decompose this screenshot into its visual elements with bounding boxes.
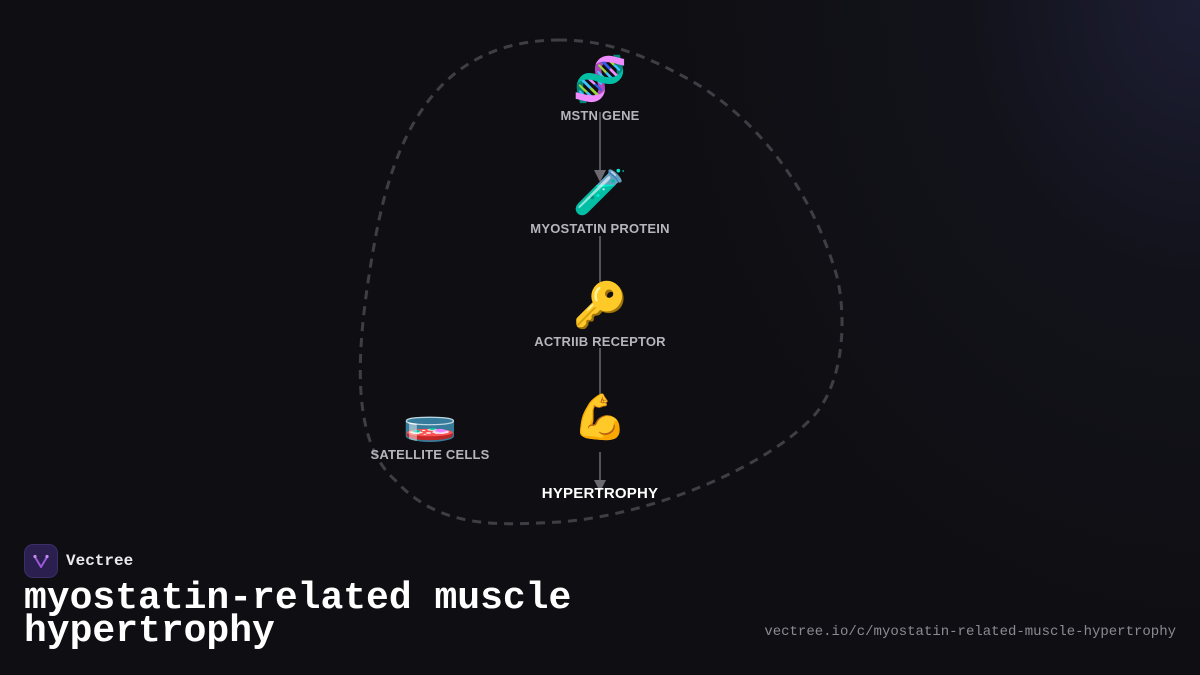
node-label: MYOSTATIN PROTEIN xyxy=(530,221,670,236)
node-mstn-gene[interactable]: 🧬 MSTN GENE xyxy=(560,54,639,123)
node-label: HYPERTROPHY xyxy=(541,485,659,502)
node-satellite-cells[interactable]: 🧫 SATELLITE CELLS xyxy=(370,393,489,462)
arrowhead-hypertrophy xyxy=(594,480,606,492)
flexed-biceps-icon: 💪 xyxy=(572,392,628,443)
page-url[interactable]: vectree.io/c/myostatin-related-muscle-hy… xyxy=(764,624,1176,640)
dna-icon: 🧬 xyxy=(572,54,628,105)
arrowhead-protein xyxy=(594,170,606,182)
node-myostatin-protein[interactable]: 🧪 MYOSTATIN PROTEIN xyxy=(530,167,669,236)
petri-dish-icon: 🧫 xyxy=(402,393,458,444)
node-label: MSTN GENE xyxy=(560,108,640,123)
page-title: myostatin-related muscle hypertrophy xyxy=(24,577,572,653)
node-label: SATELLITE CELLS xyxy=(370,447,490,462)
brand[interactable]: Vectree xyxy=(24,544,133,578)
node-actriib-receptor[interactable]: 🔑 ACTRIIB RECEPTOR xyxy=(534,280,666,349)
node-flexed-biceps[interactable]: 💪 xyxy=(573,392,628,444)
key-icon: 🔑 xyxy=(572,280,628,331)
vectree-logo-icon xyxy=(24,544,58,578)
test-tube-icon: 🧪 xyxy=(572,167,628,218)
node-label: ACTRIIB RECEPTOR xyxy=(534,334,666,349)
node-hypertrophy[interactable]: HYPERTROPHY xyxy=(542,483,658,502)
brand-name: Vectree xyxy=(66,552,134,570)
